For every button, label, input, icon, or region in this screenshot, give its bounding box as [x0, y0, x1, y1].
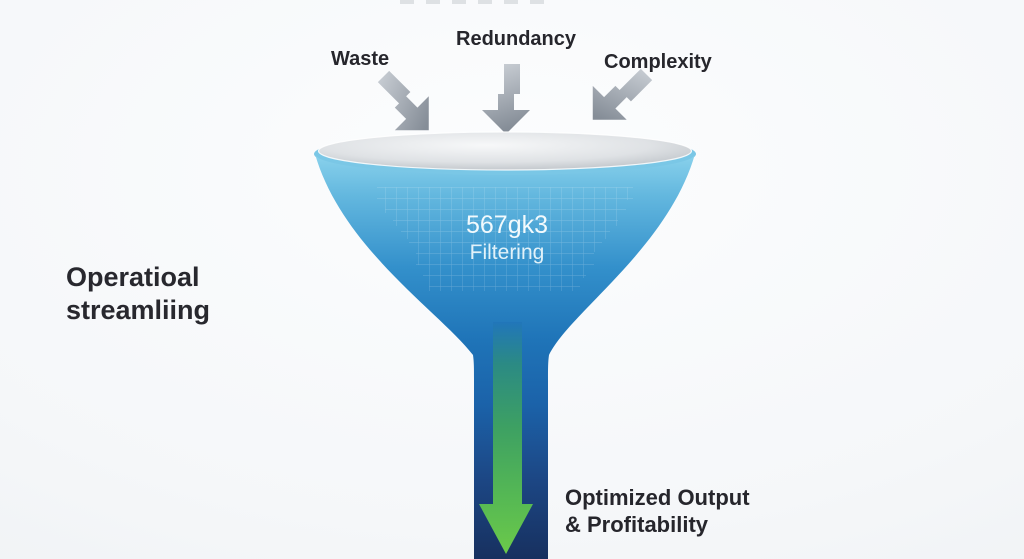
funnel-grid — [377, 187, 633, 291]
input-arrow-icon-center — [482, 64, 530, 134]
funnel-code-text: 567gk3 — [465, 211, 549, 239]
input-arrow-icon-right — [592, 68, 653, 120]
input-label-waste: Waste — [331, 48, 390, 70]
funnel-rim-top — [317, 131, 693, 171]
input-arrow-icon-left — [377, 70, 429, 131]
output-arrow-icon — [479, 322, 533, 554]
output-label-line2: & Profitability — [565, 512, 709, 537]
side-title-line1: Operatioal — [66, 262, 200, 292]
cropped-text-artifact — [400, 0, 550, 4]
input-label-complexity: Complexity — [604, 51, 712, 73]
side-title: Operatioal streamliing — [66, 261, 210, 327]
funnel-filtering-label: Filtering — [469, 241, 545, 264]
output-label-line1: Optimized Output — [565, 485, 750, 510]
side-title-line2: streamliing — [66, 295, 211, 325]
output-label: Optimized Output & Profitability — [565, 484, 750, 538]
input-label-redundancy: Redundancy — [456, 28, 577, 50]
